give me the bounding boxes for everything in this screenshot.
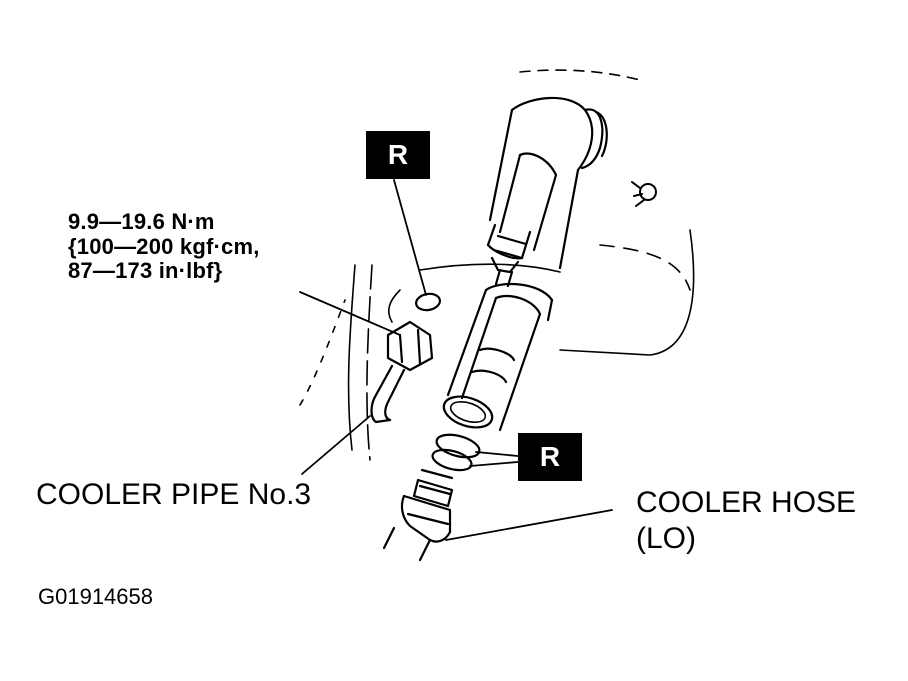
pipe-opening xyxy=(442,395,494,429)
cooler-pipe xyxy=(370,320,434,424)
leader-hose xyxy=(445,509,613,541)
leader-r-bottom-b xyxy=(469,461,519,467)
replace-marker-top: R xyxy=(366,131,430,179)
figure-id: G01914658 xyxy=(38,584,153,609)
leader-pipe xyxy=(301,415,371,475)
o-ring-lower-a xyxy=(435,433,481,459)
o-ring-upper xyxy=(415,292,441,312)
cooler-hose-line-1: COOLER HOSE xyxy=(636,486,857,519)
cooler-hose xyxy=(382,468,454,562)
leader-r-bottom-a xyxy=(475,451,519,457)
torque-line-1: 9.9—19.6 N·m xyxy=(68,209,215,234)
cooler-pipe-label: COOLER PIPE No.3 xyxy=(36,478,312,511)
cooler-hose-label: COOLER HOSE (LO) xyxy=(636,485,856,557)
cooler-hose-line-2: (LO) xyxy=(636,522,696,555)
replace-marker-bottom: R xyxy=(518,433,582,481)
leader-lines xyxy=(299,179,613,541)
o-ring-lower-b xyxy=(431,448,473,472)
evaporator-pipe xyxy=(446,96,608,432)
bolt-icon xyxy=(631,181,657,207)
background-outline xyxy=(299,69,695,461)
torque-line-3: 87—173 in·lbf} xyxy=(68,258,223,284)
leader-torque xyxy=(299,291,401,336)
torque-spec: 9.9—19.6 N·m {100—200 kgf·cm, 87—173 in·… xyxy=(68,209,260,284)
torque-line-2: {100—200 kgf·cm, xyxy=(68,233,260,259)
leader-r-top xyxy=(393,179,427,296)
